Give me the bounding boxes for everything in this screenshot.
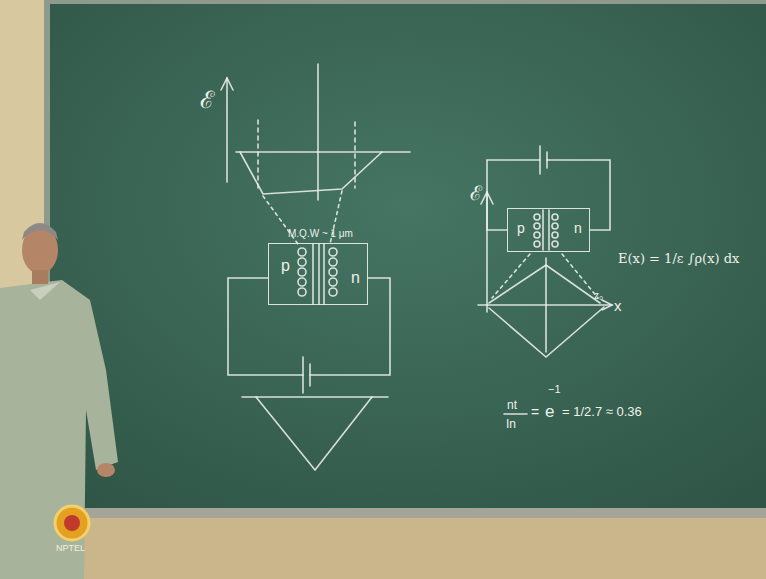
- region-label: n: [351, 270, 360, 286]
- pn-junction-box: pn: [268, 243, 368, 305]
- pn-junction-box: pn: [507, 208, 590, 252]
- logo-text: NPTEL: [56, 544, 85, 553]
- axis-label: x: [614, 298, 622, 313]
- equation-part: −1: [548, 384, 561, 395]
- region-label: p: [281, 258, 290, 274]
- region-label: p: [517, 221, 525, 235]
- equation-part: = 1/2.7 ≈ 0.36: [562, 405, 642, 418]
- axis-label: z₀: [594, 291, 603, 301]
- region-label: n: [574, 221, 582, 235]
- equation-part: =: [531, 405, 539, 419]
- axis-label: ℰ: [200, 88, 214, 112]
- equation-part: In: [506, 418, 516, 430]
- equation-part: nt: [507, 399, 517, 411]
- dimension-label: M.Q.W ~ 1 μm: [288, 229, 353, 239]
- equation: E(x) = 1/ε ∫ρ(x) dx: [618, 252, 739, 265]
- axis-label: ℰ: [470, 183, 482, 203]
- equation-part: e: [545, 403, 554, 420]
